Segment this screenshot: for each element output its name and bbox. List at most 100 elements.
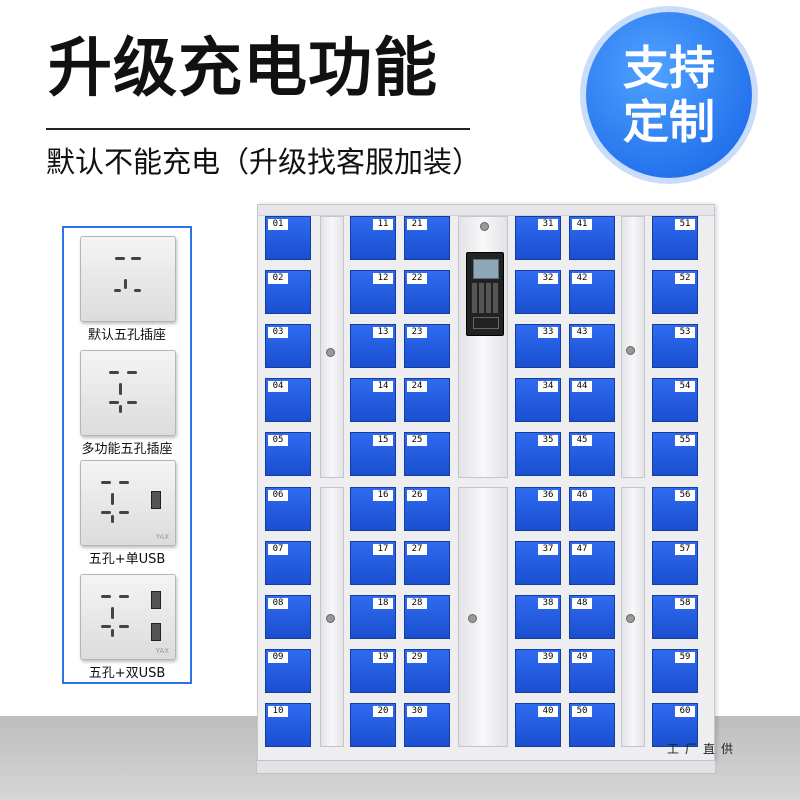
locker-door-33[interactable]: 33 [515, 324, 561, 368]
locker-door-04[interactable]: 04 [265, 378, 311, 422]
locker-door-48[interactable]: 48 [569, 595, 615, 639]
locker-door-54[interactable]: 54 [652, 378, 698, 422]
keypad[interactable] [472, 283, 498, 313]
locker-door-50[interactable]: 50 [569, 703, 615, 747]
locker-door-49[interactable]: 49 [569, 649, 615, 693]
locker-number: 23 [407, 327, 427, 338]
locker-door-29[interactable]: 29 [404, 649, 450, 693]
locker-door-18[interactable]: 18 [350, 595, 396, 639]
cabinet-top [258, 205, 714, 216]
locker-number: 42 [572, 273, 592, 284]
locker-door-14[interactable]: 14 [350, 378, 396, 422]
locker-door-59[interactable]: 59 [652, 649, 698, 693]
locker-door-37[interactable]: 37 [515, 541, 561, 585]
locker-number: 60 [675, 706, 695, 717]
locker-number: 38 [538, 598, 558, 609]
locker-number: 21 [407, 219, 427, 230]
locker-door-20[interactable]: 20 [350, 703, 396, 747]
locker-number: 05 [268, 435, 288, 446]
locker-number: 41 [572, 219, 592, 230]
socket-label-3: 五孔+单USB [88, 552, 166, 567]
locker-door-58[interactable]: 58 [652, 595, 698, 639]
locker-number: 19 [373, 652, 393, 663]
locker-number: 16 [373, 490, 393, 501]
locker-door-43[interactable]: 43 [569, 324, 615, 368]
locker-door-16[interactable]: 16 [350, 487, 396, 531]
cabinet-base [256, 760, 716, 774]
locker-door-27[interactable]: 27 [404, 541, 450, 585]
locker-number: 39 [538, 652, 558, 663]
locker-number: 26 [407, 490, 427, 501]
locker-number: 37 [538, 544, 558, 555]
locker-door-09[interactable]: 09 [265, 649, 311, 693]
locker-door-47[interactable]: 47 [569, 541, 615, 585]
locker-door-56[interactable]: 56 [652, 487, 698, 531]
control-terminal[interactable] [466, 252, 504, 336]
locker-door-15[interactable]: 15 [350, 432, 396, 476]
locker-door-07[interactable]: 07 [265, 541, 311, 585]
locker-number: 29 [407, 652, 427, 663]
locker-door-36[interactable]: 36 [515, 487, 561, 531]
locker-door-52[interactable]: 52 [652, 270, 698, 314]
locker-number: 40 [538, 706, 558, 717]
locker-door-10[interactable]: 10 [265, 703, 311, 747]
locker-door-08[interactable]: 08 [265, 595, 311, 639]
locker-door-34[interactable]: 34 [515, 378, 561, 422]
locker-door-45[interactable]: 45 [569, 432, 615, 476]
locker-number: 50 [572, 706, 592, 717]
locker-number: 14 [373, 381, 393, 392]
usb-port-icon [151, 591, 161, 609]
locker-number: 35 [538, 435, 558, 446]
locker-number: 45 [572, 435, 592, 446]
locker-number: 11 [373, 219, 393, 230]
locker-number: 15 [373, 435, 393, 446]
locker-number: 28 [407, 598, 427, 609]
locker-door-01[interactable]: 01 [265, 216, 311, 260]
locker-number: 20 [373, 706, 393, 717]
locker-door-32[interactable]: 32 [515, 270, 561, 314]
locker-door-26[interactable]: 26 [404, 487, 450, 531]
locker-door-19[interactable]: 19 [350, 649, 396, 693]
locker-door-53[interactable]: 53 [652, 324, 698, 368]
locker-door-41[interactable]: 41 [569, 216, 615, 260]
locker-door-23[interactable]: 23 [404, 324, 450, 368]
locker-door-02[interactable]: 02 [265, 270, 311, 314]
locker-door-35[interactable]: 35 [515, 432, 561, 476]
locker-door-38[interactable]: 38 [515, 595, 561, 639]
locker-door-60[interactable]: 60 [652, 703, 698, 747]
locker-number: 49 [572, 652, 592, 663]
locker-door-12[interactable]: 12 [350, 270, 396, 314]
locker-door-42[interactable]: 42 [569, 270, 615, 314]
locker-door-22[interactable]: 22 [404, 270, 450, 314]
locker-door-30[interactable]: 30 [404, 703, 450, 747]
locker-door-03[interactable]: 03 [265, 324, 311, 368]
locker-door-05[interactable]: 05 [265, 432, 311, 476]
locker-number: 03 [268, 327, 288, 338]
locker-door-57[interactable]: 57 [652, 541, 698, 585]
locker-door-24[interactable]: 24 [404, 378, 450, 422]
locker-number: 31 [538, 219, 558, 230]
socket-brand-logo: YAX [155, 533, 169, 541]
locker-door-13[interactable]: 13 [350, 324, 396, 368]
locker-door-39[interactable]: 39 [515, 649, 561, 693]
locker-door-11[interactable]: 11 [350, 216, 396, 260]
locker-number: 54 [675, 381, 695, 392]
locker-door-17[interactable]: 17 [350, 541, 396, 585]
locker-number: 56 [675, 490, 695, 501]
locker-door-40[interactable]: 40 [515, 703, 561, 747]
locker-door-31[interactable]: 31 [515, 216, 561, 260]
badge-text: 支持定制 [623, 41, 715, 149]
locker-door-28[interactable]: 28 [404, 595, 450, 639]
socket-image-1 [80, 236, 176, 322]
locker-number: 48 [572, 598, 592, 609]
locker-door-44[interactable]: 44 [569, 378, 615, 422]
locker-door-46[interactable]: 46 [569, 487, 615, 531]
locker-door-25[interactable]: 25 [404, 432, 450, 476]
keyhole-icon [480, 222, 489, 231]
locker-door-21[interactable]: 21 [404, 216, 450, 260]
locker-door-06[interactable]: 06 [265, 487, 311, 531]
usb-port-icon [151, 491, 161, 509]
locker-door-55[interactable]: 55 [652, 432, 698, 476]
locker-number: 24 [407, 381, 427, 392]
locker-door-51[interactable]: 51 [652, 216, 698, 260]
